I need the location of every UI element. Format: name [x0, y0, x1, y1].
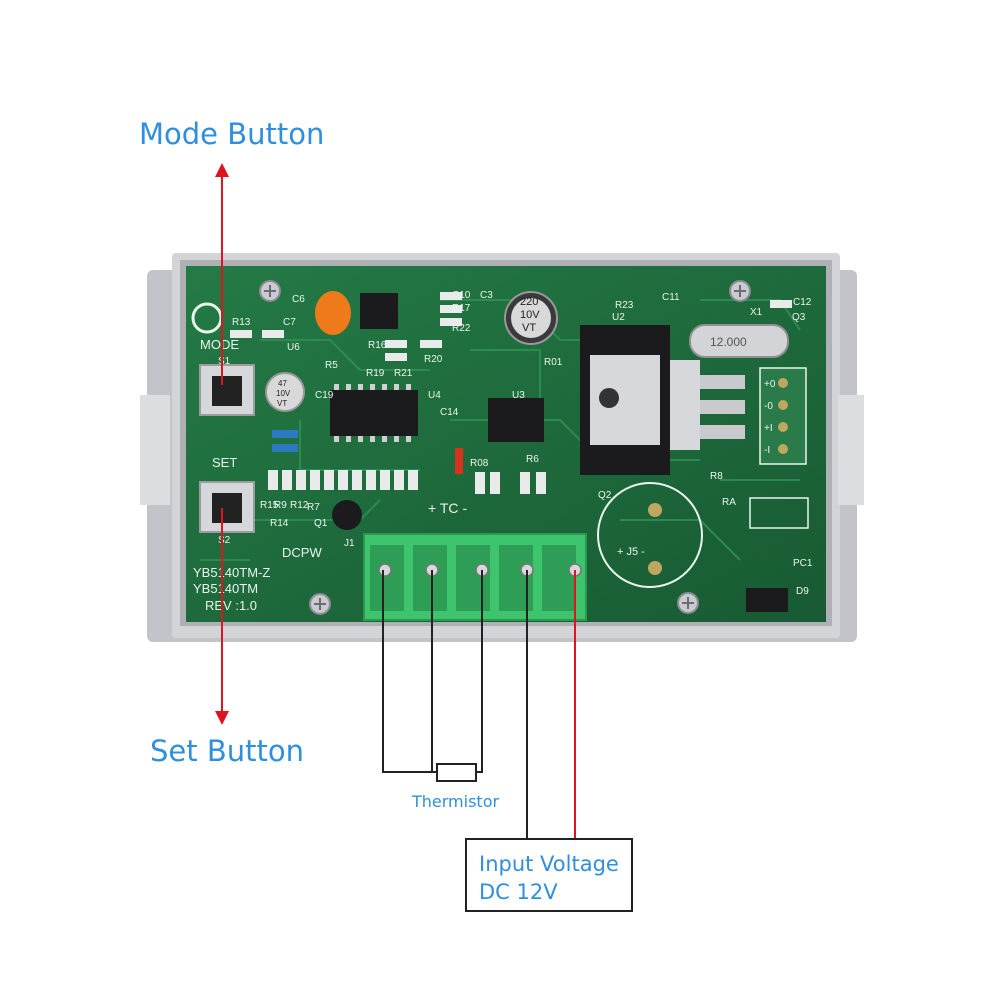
- pcb-connector-label: DCPW: [282, 545, 322, 560]
- pcb-label-q1: Q1: [314, 518, 328, 529]
- pcb-revision: REV :1.0: [205, 598, 257, 613]
- pcb-label-c7: C7: [283, 317, 296, 328]
- cap-large-line-3: VT: [522, 322, 536, 334]
- pcb-label-r08: R08: [470, 458, 489, 469]
- pcb-label-u6: U6: [287, 342, 300, 353]
- pcb-label-c11: C11: [662, 292, 680, 303]
- pcb-label-x1: X1: [750, 307, 763, 318]
- pcb-label-r13: R13: [232, 317, 251, 328]
- input-voltage-box: Input Voltage DC 12V: [465, 838, 633, 912]
- cap-small-line-1: 47: [278, 379, 287, 388]
- pcb-label-r21: R21: [394, 368, 413, 379]
- pin-label-3: +I: [764, 423, 773, 434]
- pcb-label-r22: R22: [452, 323, 471, 334]
- pcb-label-u4: U4: [428, 390, 441, 401]
- thermistor-wire-right: [476, 570, 483, 773]
- pcb-label-r14: R14: [270, 518, 289, 529]
- crystal-label: 12.000: [710, 335, 747, 349]
- pcb-label-c12: C12: [793, 297, 812, 308]
- pcb-label-r17: R17: [452, 303, 471, 314]
- pcb-label-r19: R19: [366, 368, 385, 379]
- pcb-label-q3: Q3: [792, 312, 806, 323]
- pcb-tc-label: + TC -: [428, 500, 467, 516]
- pcb-label-s1: S1: [218, 356, 231, 367]
- pin-label-4: -I: [764, 445, 770, 456]
- cap-small-line-3: VT: [277, 399, 287, 408]
- pcb-label-pc1: PC1: [793, 558, 813, 569]
- input-voltage-label: Input Voltage: [479, 852, 619, 876]
- pcb-label-d9: D9: [796, 586, 809, 597]
- pcb-label-c19: C19: [315, 390, 334, 401]
- pcb-label-r23: R23: [615, 300, 634, 311]
- cap-large-line-1: 220: [520, 296, 538, 308]
- input-voltage-value: DC 12V: [479, 880, 558, 904]
- set-button-label: Set Button: [150, 734, 304, 768]
- wires: [382, 570, 576, 838]
- pcb-label-u3: U3: [512, 390, 525, 401]
- pcb-label-u2: U2: [612, 312, 625, 323]
- pcb-label-j1: J1: [344, 538, 355, 549]
- pcb-label-c3: C3: [480, 290, 493, 301]
- pcb-label-r7: R7: [307, 502, 320, 513]
- pcb-label-c10: C10: [452, 290, 471, 301]
- pcb-label-r20: R20: [424, 354, 443, 365]
- pcb-label-r01: R01: [544, 357, 563, 368]
- mode-button-label: Mode Button: [139, 117, 325, 151]
- pcb-label-r9: R9: [274, 500, 287, 511]
- pcb-label-ra: RA: [722, 497, 736, 508]
- pcb-board: R13 C7 C6 U6 R5 R16 R19 R21 R20 R17 R22 …: [186, 266, 826, 622]
- thermistor-symbol: [436, 763, 477, 782]
- pcb-label-r12: R12: [290, 500, 309, 511]
- cap-large-line-2: 10V: [520, 309, 540, 321]
- pin-label-2: -0: [764, 401, 773, 412]
- pcb-label-s2: S2: [218, 535, 231, 546]
- pcb-model-1: YB5140TM-Z: [193, 565, 270, 580]
- pcb-model-2: YB5140TM: [193, 581, 258, 596]
- pin-label-1: +0: [764, 379, 776, 390]
- cap-small-line-2: 10V: [276, 389, 291, 398]
- pcb-label-c14: C14: [440, 407, 459, 418]
- pcb-label-r15: R15: [260, 500, 279, 511]
- pcb-label-r16: R16: [368, 340, 387, 351]
- pcb-label-r5: R5: [325, 360, 338, 371]
- pcb-label-q2: Q2: [598, 490, 612, 501]
- pcb-label-c6: C6: [292, 294, 305, 305]
- pcb-label-r6: R6: [526, 454, 539, 465]
- pcb-label-r8: R8: [710, 471, 723, 482]
- pcb-j5-label: + J5 -: [617, 546, 645, 558]
- thermistor-wire-left: [382, 570, 437, 773]
- pcb-mode-label: MODE: [200, 337, 239, 352]
- thermistor-label: Thermistor: [412, 792, 500, 811]
- pcb-set-label: SET: [212, 455, 237, 470]
